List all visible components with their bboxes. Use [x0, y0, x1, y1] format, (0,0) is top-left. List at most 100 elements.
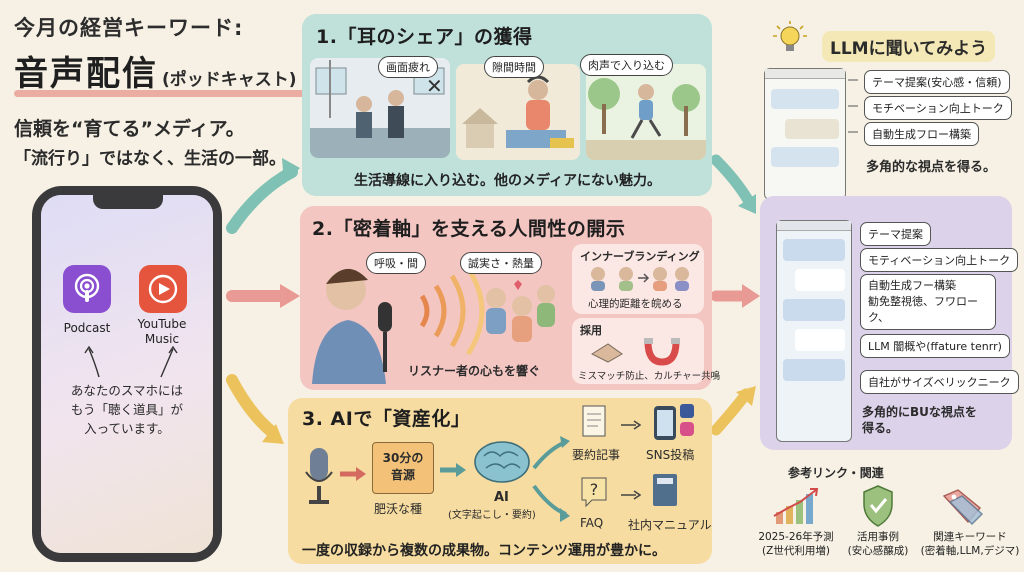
- llm-note: 多角的な視点を得る。: [866, 160, 997, 175]
- listeners-illustration: [486, 280, 555, 342]
- llm2-chip-company[interactable]: 自社がサイズベリックニーク: [860, 370, 1019, 394]
- tagline-2: 「流行り」ではなく、生活の一部。: [14, 149, 286, 169]
- llm-chip-motivation[interactable]: モチベーション向上トーク: [864, 96, 1012, 120]
- sns-phone-icon: [654, 404, 694, 440]
- section2-title: 2.「密着軸」を支える人間性の開示: [312, 218, 626, 240]
- tag-icon[interactable]: [940, 486, 984, 526]
- bar-chart-icon[interactable]: [770, 486, 826, 526]
- podcast-app-icon[interactable]: [63, 265, 111, 313]
- ref-keywords[interactable]: 関連キーワード (密着軸,LLM,デジマ): [920, 530, 1020, 558]
- hiring-caption: ミスマッチ防止、カルチャー共鳴: [578, 371, 721, 382]
- llm2-chip-llm[interactable]: LLM 闇概や(ffature tenrr): [860, 334, 1010, 358]
- svg-text:?: ?: [590, 480, 599, 499]
- arrow-section3-to-llm: [710, 388, 752, 436]
- ref-forecast-line2: (Z世代利用増): [762, 545, 830, 557]
- section3-title: 3. AIで「資産化」: [302, 408, 471, 430]
- chat-brackets: [848, 79, 858, 133]
- runner-illustration: [586, 64, 706, 160]
- bubble-spare-time: 隙間時間: [484, 56, 544, 78]
- arrow-to-section3: [226, 374, 278, 438]
- arrow-section1-to-llm: [710, 154, 754, 206]
- folder-line2: 音源: [390, 468, 415, 482]
- sound-waves-icon: [419, 266, 485, 356]
- arrow-section2-to-llm-head: [742, 284, 760, 308]
- hiring-card: 採用 ミスマッチ防止、カルチャー共鳴: [572, 318, 720, 384]
- arrow-to-manual: [621, 490, 642, 500]
- tagline-1: 信頼を“育てる”メディア。: [14, 118, 245, 140]
- brain-icon: [474, 441, 530, 483]
- ref-forecast-line1: 2025-26年予測: [758, 531, 834, 543]
- chat-window-2: [776, 220, 852, 442]
- ref-case-studies-line2: (安心感醸成): [847, 545, 909, 557]
- llm-title: LLMに聞いてみよう: [822, 31, 996, 62]
- podcast-icon: [74, 273, 100, 302]
- seed-caption: 肥沃な種: [374, 502, 423, 516]
- output-faq: FAQ: [580, 516, 604, 530]
- ytm-label-line1: YouTube: [137, 317, 187, 331]
- phone-screen: [41, 195, 213, 553]
- lightbulb-icon: [773, 21, 807, 51]
- phone-caption-line1: あなたのスマホには: [70, 383, 184, 398]
- audio-folder-icon: 30分の 音源: [372, 442, 434, 494]
- ref-keywords-line1: 関連キーワード: [933, 531, 1007, 543]
- housework-illustration: [456, 64, 580, 160]
- phone-caption-line3: 入っています。: [84, 421, 170, 436]
- llm-note-2: 多角的にBUな視点を 得る。: [862, 404, 977, 436]
- handshake-magnet-icon: [590, 338, 680, 366]
- speaker-with-microphone-illustration: [312, 268, 392, 384]
- section2-panel: 2.「密着軸」を支える人間性の開示 呼吸・間 誠実さ・熱量 リスナー者の心もを響…: [300, 206, 720, 390]
- phone-caption: あなたのスマホには もう「聴く道具」が 入っています。: [49, 381, 205, 438]
- llm2-chip-motivation[interactable]: モティベーション向上トーク: [860, 248, 1019, 272]
- kicker-text: 今月の経営キーワード:: [14, 16, 244, 40]
- bubble-breath-pause: 呼吸・間: [366, 252, 426, 274]
- phone-caption-line2: もう「聴く道具」が: [70, 402, 184, 417]
- ref-case-studies[interactable]: 活用事例 (安心感醸成): [834, 530, 922, 558]
- title-sub: (ポッドキャスト): [162, 70, 297, 90]
- play-icon: [148, 274, 178, 304]
- ai-label: AI: [494, 490, 509, 505]
- arrow-to-section1: [226, 166, 298, 234]
- section1-panel: 1.「耳のシェア」の獲得 画面疲れ ✕ 隙間時間 肉声で入り込む: [302, 14, 712, 196]
- ref-case-studies-line1: 活用事例: [857, 531, 899, 543]
- title-underline: [14, 90, 306, 97]
- bubble-voice-immersion: 肉声で入り込む: [580, 54, 673, 76]
- shield-check-icon[interactable]: [860, 484, 896, 528]
- section3-footer: 一度の収録から複数の成果物。コンテンツ運用が豊かに。: [302, 543, 666, 559]
- youtube-music-app-icon[interactable]: [139, 265, 187, 313]
- section1-title: 1.「耳のシェア」の獲得: [316, 26, 533, 48]
- references-title: 参考リンク・関連: [788, 466, 884, 480]
- arrow-right-icon: [340, 467, 366, 481]
- branch-arrows: [532, 436, 570, 522]
- arrow-to-section3-head: [262, 424, 284, 444]
- arrow-right-icon-2: [440, 463, 466, 477]
- chat-window: [764, 68, 846, 200]
- llm-chip-theme[interactable]: テーマ提案(安心感・信頼): [864, 70, 1010, 94]
- section3-panel: 3. AIで「資産化」 30分の 音源 肥沃な種 AI (文字起こし・要約) 要…: [288, 398, 712, 564]
- section1-footer: 生活導線に入り込む。他のメディアにない魅力。: [354, 173, 662, 189]
- manual-book-icon: [653, 474, 677, 506]
- inner-branding-caption: 心理的距離を皖める: [588, 298, 683, 310]
- output-sns-post: SNS投稿: [646, 448, 695, 462]
- llm-chip-autogen[interactable]: 自動生成フロー構築: [864, 122, 979, 146]
- phone-pointer-arrows: [84, 345, 178, 378]
- smartphone: Podcast YouTube Music あなたのスマホには もう「聴く道具」…: [32, 186, 222, 562]
- llm2-chip-autogen-line2: 勧免整視徳、フワローク、: [868, 295, 978, 324]
- ref-forecast[interactable]: 2025-26年予測 (Z世代利用増): [752, 530, 840, 558]
- inner-branding-card: インナーブランディング 心理的距離を皖める: [572, 244, 704, 314]
- hiring-title: 採用: [580, 324, 602, 337]
- podcast-app-label: Podcast: [63, 321, 111, 335]
- listener-caption: リスナー者の心もを響ぐ: [408, 364, 541, 378]
- llm-note-2-line1: 多角的にBUな視点を: [862, 405, 977, 419]
- phone-notch: [93, 195, 163, 209]
- document-scroll-icon: [582, 405, 606, 437]
- llm2-chip-autogen-line1: 自動生成フー構築: [868, 279, 956, 292]
- ytm-label-line2: Music: [144, 332, 180, 346]
- microphone-icon: [305, 448, 333, 504]
- llm2-chip-autogen[interactable]: 自動生成フー構築 勧免整視徳、フワローク、: [860, 274, 996, 330]
- llm2-chip-theme[interactable]: テーマ提案: [860, 222, 931, 246]
- faq-bubble-icon: ?: [581, 477, 607, 508]
- ai-caption: (文字起こし・要約): [448, 510, 536, 521]
- output-summary-article: 要約記事: [572, 448, 621, 462]
- cross-mark-icon: ✕: [426, 74, 443, 98]
